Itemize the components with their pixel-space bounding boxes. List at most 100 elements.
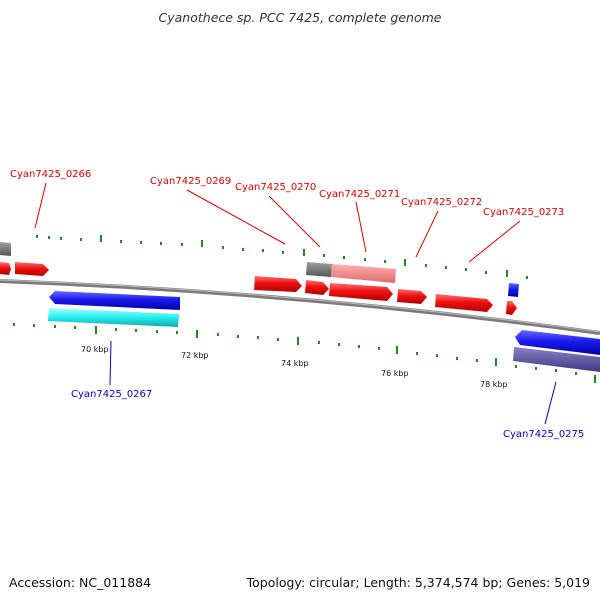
tick: [74, 326, 76, 329]
tick: [100, 235, 102, 242]
tick: [364, 258, 366, 261]
tick: [196, 330, 198, 338]
genome-backbone: [0, 279, 600, 335]
scale-label: 74 kbp: [281, 359, 309, 368]
tick: [13, 323, 15, 326]
tick: [95, 326, 97, 334]
tick: [135, 329, 137, 332]
tick: [404, 259, 406, 266]
tick: [485, 271, 487, 274]
cyan-feature: [48, 308, 179, 327]
tick: [323, 254, 325, 257]
tick: [456, 357, 458, 360]
tick: [54, 325, 56, 328]
tick: [343, 256, 345, 259]
tick: [277, 338, 279, 341]
scale-label: 70 kbp: [81, 345, 109, 354]
tick: [358, 345, 360, 348]
gene-label: Cyan7425_0273: [483, 207, 564, 218]
purple-feature: [513, 347, 600, 372]
tick: [222, 246, 224, 249]
reverse-gene: [49, 291, 180, 310]
tick: [60, 237, 62, 240]
forward-gene: [305, 280, 329, 295]
genome-backbone-highlight: [0, 279, 600, 333]
tick: [242, 248, 244, 251]
reverse-gene: [508, 283, 519, 297]
tick: [156, 330, 158, 333]
tick: [495, 358, 497, 366]
tick: [120, 240, 122, 243]
tick: [594, 375, 596, 383]
forward-gene: [15, 262, 49, 276]
callout-line: [468, 220, 521, 263]
forward-gene: [506, 301, 517, 315]
tick: [115, 328, 117, 331]
gene-label: Cyan7425_0266: [10, 169, 91, 180]
callout-line: [186, 189, 286, 245]
tick: [445, 266, 447, 269]
tick: [425, 264, 427, 267]
tick: [282, 251, 284, 254]
gene-label: Cyan7425_0270: [235, 182, 316, 193]
tick: [506, 270, 508, 277]
map-title: Cyanothece sp. PCC 7425, complete genome: [158, 10, 442, 25]
inner-tick-ring: [13, 323, 596, 383]
tick: [436, 354, 438, 357]
accession-label: Accession: NC_011884: [9, 575, 152, 590]
forward-gene: [254, 276, 302, 292]
forward-gene: [0, 262, 11, 275]
tick: [575, 372, 577, 375]
scale-label: 78 kbp: [480, 380, 508, 389]
tick: [396, 346, 398, 354]
callout-line: [355, 201, 367, 253]
outer-tick-ring: [36, 235, 528, 279]
tick: [303, 249, 305, 256]
gene-label: Cyan7425_0275: [503, 429, 584, 440]
tick: [416, 352, 418, 355]
tick: [526, 276, 528, 279]
gray-feature: [0, 242, 11, 256]
tick: [378, 347, 380, 350]
tick: [48, 236, 50, 239]
tick: [80, 238, 82, 241]
tick: [217, 333, 219, 336]
callout-line: [268, 195, 321, 248]
callout-line: [544, 381, 557, 425]
forward-gene: [397, 289, 427, 304]
tick: [33, 324, 35, 327]
scale-label: 76 kbp: [381, 369, 409, 378]
tick: [257, 336, 259, 339]
scale-label: 72 kbp: [181, 351, 209, 360]
gene-label: Cyan7425_0272: [401, 197, 482, 208]
forward-gene-light: [331, 264, 396, 283]
tick: [555, 369, 557, 372]
callout-line: [34, 182, 47, 229]
forward-strand: [0, 242, 517, 315]
callout-line: [109, 340, 112, 386]
tick: [465, 268, 467, 271]
tick: [201, 240, 203, 247]
tick: [384, 260, 386, 263]
callout-lines: [34, 182, 557, 425]
tick: [515, 365, 517, 368]
tick: [160, 242, 162, 245]
genome-stats-label: Topology: circular; Length: 5,374,574 bp…: [246, 575, 590, 590]
tick: [237, 335, 239, 338]
callout-line: [415, 210, 439, 258]
tick: [297, 337, 299, 345]
forward-gene: [329, 283, 393, 301]
gene-label: Cyan7425_0267: [71, 389, 152, 400]
tick: [36, 235, 38, 238]
tick: [535, 367, 537, 370]
tick: [140, 241, 142, 244]
tick: [476, 359, 478, 362]
forward-gene: [435, 294, 493, 312]
tick: [176, 331, 178, 334]
gene-label: Cyan7425_0271: [319, 189, 400, 200]
tick: [181, 243, 183, 246]
gray-feature: [306, 262, 332, 277]
gene-label: Cyan7425_0269: [150, 176, 231, 187]
reverse-strand: [48, 283, 600, 372]
